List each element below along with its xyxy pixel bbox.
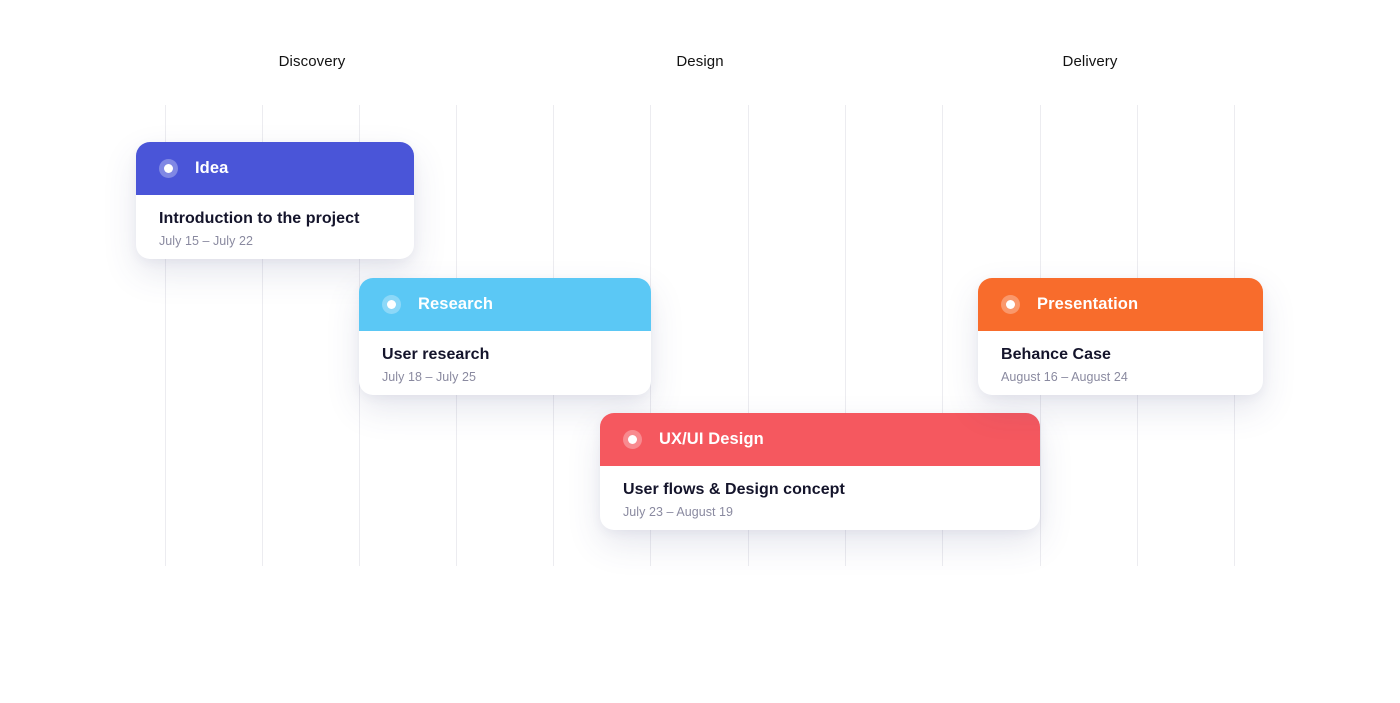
record-dot-icon bbox=[382, 295, 401, 314]
task-header-label: UX/UI Design bbox=[659, 430, 764, 448]
grid-line-0 bbox=[165, 105, 166, 566]
record-dot-icon bbox=[623, 430, 642, 449]
task-header-presentation[interactable]: Presentation bbox=[978, 278, 1263, 331]
phase-label-discovery: Discovery bbox=[278, 53, 346, 70]
task-header-label: Idea bbox=[195, 159, 229, 177]
task-date-range: July 18 – July 25 bbox=[382, 370, 476, 384]
phase-label-delivery: Delivery bbox=[1062, 53, 1118, 70]
task-header-label: Presentation bbox=[1037, 295, 1139, 313]
task-title: Behance Case bbox=[1001, 346, 1111, 363]
grid-line-6 bbox=[748, 105, 749, 566]
task-date-range: July 23 – August 19 bbox=[623, 505, 734, 519]
phase-label-design: Design bbox=[676, 53, 724, 70]
grid-line-1 bbox=[262, 105, 263, 566]
task-title: User research bbox=[382, 346, 490, 363]
task-header-ux-ui-design[interactable]: UX/UI Design bbox=[600, 413, 1040, 466]
grid-line-8 bbox=[942, 105, 943, 566]
task-header-label: Research bbox=[418, 295, 494, 313]
task-title: Introduction to the project bbox=[159, 210, 360, 227]
task-header-research[interactable]: Research bbox=[359, 278, 651, 331]
task-date-range: August 16 – August 24 bbox=[1001, 370, 1128, 384]
record-dot-icon bbox=[1001, 295, 1020, 314]
task-title: User flows & Design concept bbox=[623, 481, 845, 498]
task-date-range: July 15 – July 22 bbox=[159, 234, 253, 248]
task-header-idea[interactable]: Idea bbox=[136, 142, 414, 195]
record-dot-icon bbox=[159, 159, 178, 178]
grid-line-7 bbox=[845, 105, 846, 566]
